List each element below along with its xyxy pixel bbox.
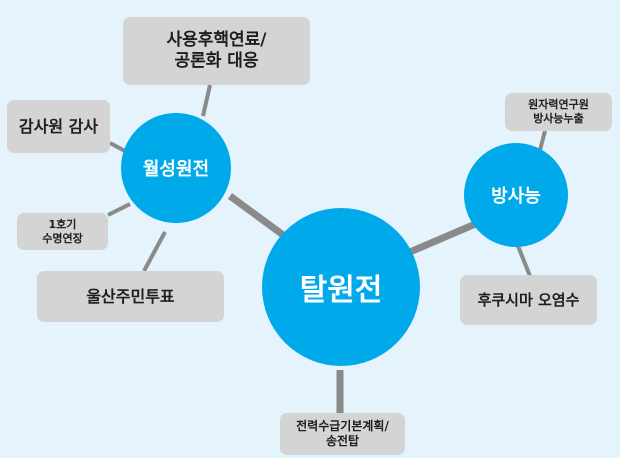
- node-wolseong: 월성원전: [121, 113, 231, 223]
- box-research-leak: 원자력연구원 방사능누출: [505, 93, 612, 131]
- box-audit: 감사원 감사: [7, 100, 110, 153]
- link-radiation-fukushima: [516, 245, 532, 277]
- node-center-denuclearization: 탈원전: [262, 208, 420, 366]
- link-wolseong-ulsan: [142, 231, 167, 272]
- link-center-wolseong: [227, 193, 293, 243]
- link-radiation-research: [538, 130, 547, 151]
- node-radiation: 방사능: [464, 143, 568, 247]
- link-wolseong-audit: [109, 141, 126, 153]
- box-power-plan: 전력수급기본계획/ 송전탑: [280, 413, 405, 455]
- box-spent-fuel: 사용후핵연료/ 공론화 대응: [123, 17, 310, 85]
- link-wolseong-spentfuel: [201, 84, 212, 117]
- link-wolseong-unit1: [107, 202, 131, 217]
- box-fukushima: 후쿠시마 오염수: [460, 275, 597, 325]
- box-unit1-extension: 1호기 수명연장: [17, 213, 108, 250]
- link-center-radiation: [408, 218, 482, 256]
- box-ulsan-vote: 울산주민투표: [37, 271, 224, 322]
